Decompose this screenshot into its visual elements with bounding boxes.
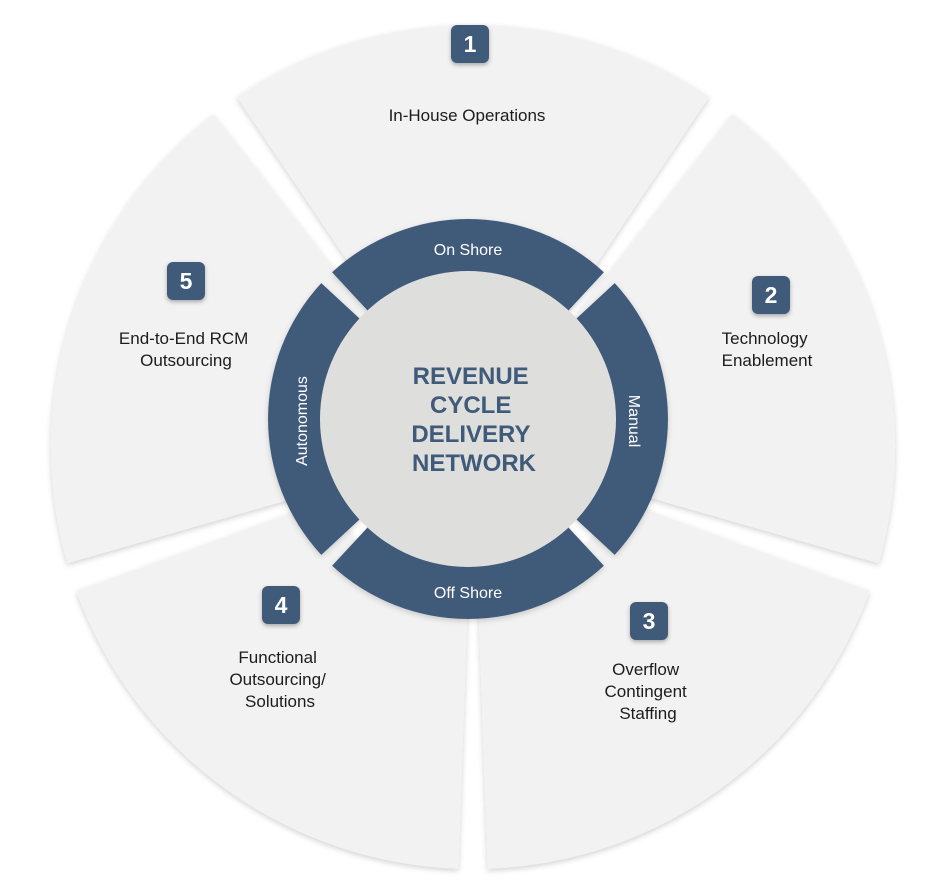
sector-labels: In-House Operations Technology Enablemen… xyxy=(119,106,813,723)
badge-2-number: 2 xyxy=(765,282,778,308)
sector-2-label: Technology Enablement xyxy=(722,329,813,370)
center-title: REVENUE CYCLE DELIVERY NETWORK xyxy=(411,363,536,477)
center-disk xyxy=(320,271,616,567)
sector-3-background xyxy=(478,498,870,869)
badge-3-box xyxy=(630,602,668,640)
sector-1-label: In-House Operations xyxy=(389,106,546,125)
ring-labels: On Shore Manual Off Shore Autonomous xyxy=(294,242,642,602)
ring-label-on-shore: On Shore xyxy=(434,242,503,259)
ring-label-off-shore: Off Shore xyxy=(434,585,502,602)
badge-1-number: 1 xyxy=(464,31,477,57)
ring-label-manual: Manual xyxy=(625,395,642,447)
badge-5: 5 xyxy=(167,262,205,300)
ring-label-autonomous: Autonomous xyxy=(294,376,311,466)
badge-4: 4 xyxy=(262,586,300,624)
badge-1: 1 xyxy=(451,25,489,63)
badge-4-box xyxy=(262,586,300,624)
badge-2: 2 xyxy=(752,276,790,314)
sector-5-label: End-to-End RCM Outsourcing xyxy=(119,329,253,370)
badge-3: 3 xyxy=(630,602,668,640)
badge-1-box xyxy=(451,25,489,63)
sector-1-background xyxy=(237,24,709,323)
number-badges: 1 2 3 4 5 xyxy=(167,25,790,640)
badge-2-box xyxy=(752,276,790,314)
badge-5-box xyxy=(167,262,205,300)
sector-3-label: Overflow Contingent Staffing xyxy=(605,660,692,723)
badge-3-number: 3 xyxy=(643,608,656,634)
badge-5-number: 5 xyxy=(180,268,193,294)
sector-4-label: Functional Outsourcing/ Solutions xyxy=(229,648,330,711)
badge-4-number: 4 xyxy=(275,592,288,618)
